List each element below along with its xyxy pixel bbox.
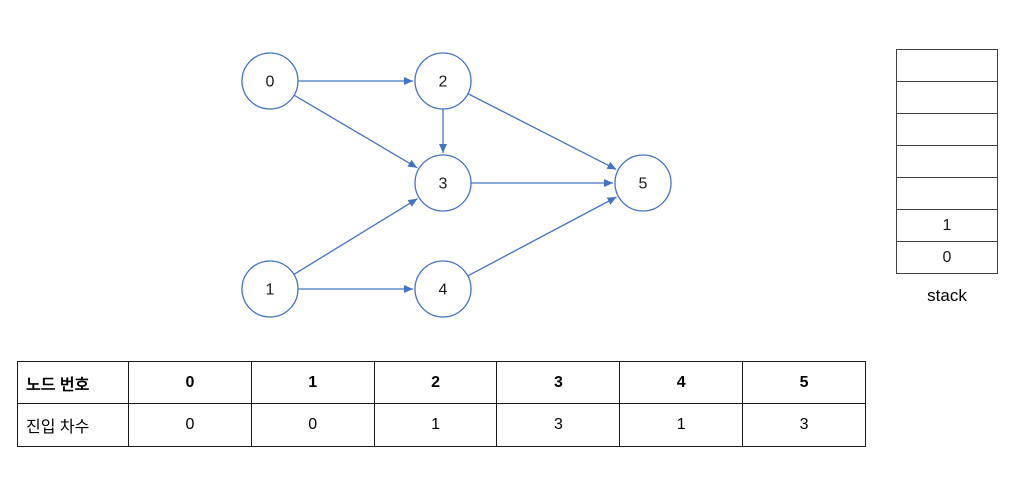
table-indegree-value: 3: [496, 403, 621, 447]
table-node-id: 1: [250, 361, 375, 404]
stack-label: stack: [927, 286, 967, 305]
table-header-label: 노드 번호: [17, 361, 129, 404]
stack-cell: [896, 177, 998, 210]
graph-node-label: 1: [266, 282, 275, 299]
table-node-id: 4: [619, 361, 744, 404]
table-indegree-row: 진입 차수 0 0 1 3 1 3: [17, 403, 866, 447]
table-indegree-value: 0: [250, 403, 375, 447]
stack: 1 0: [896, 49, 998, 274]
stack-cell: [896, 81, 998, 114]
table-node-id: 0: [128, 361, 252, 404]
graph-node-label: 2: [439, 74, 448, 91]
graph-edge-1-3: [293, 198, 418, 275]
graph-node-1: [241, 260, 299, 318]
stack-cell: [896, 145, 998, 178]
table-indegree-value: 3: [742, 403, 866, 447]
indegree-table: 노드 번호 0 1 2 3 4 5 진입 차수 0 0 1 3 1 3: [17, 361, 866, 447]
stack-cell: [896, 113, 998, 146]
table-node-id: 3: [496, 361, 621, 404]
graph-node-2: [414, 52, 472, 110]
graph-node-5: [614, 154, 672, 212]
graph-edge-0-3: [293, 94, 418, 169]
table-row-label: 진입 차수: [17, 403, 129, 447]
graph-node-label: 0: [266, 74, 275, 91]
table-node-id: 2: [373, 361, 498, 404]
graph-node-3: [414, 154, 472, 212]
graph-node-label: 5: [639, 176, 648, 193]
graph-node-label: 4: [439, 282, 448, 299]
topology-graph: 0 1 2 3 4 5: [241, 52, 672, 318]
table-node-id: 5: [742, 361, 866, 404]
table-indegree-value: 1: [373, 403, 498, 447]
graph-node-4: [414, 260, 472, 318]
graph-node-label: 3: [439, 176, 448, 193]
graph-edge-2-5: [467, 93, 617, 170]
stack-cell: [896, 49, 998, 82]
table-indegree-value: 1: [619, 403, 744, 447]
stack-cell: 1: [896, 209, 998, 242]
table-indegree-value: 0: [128, 403, 252, 447]
graph-edge-4-5: [467, 196, 617, 277]
table-header-row: 노드 번호 0 1 2 3 4 5: [17, 361, 866, 404]
graph-node-0: [241, 52, 299, 110]
stack-cell: 0: [896, 241, 998, 274]
